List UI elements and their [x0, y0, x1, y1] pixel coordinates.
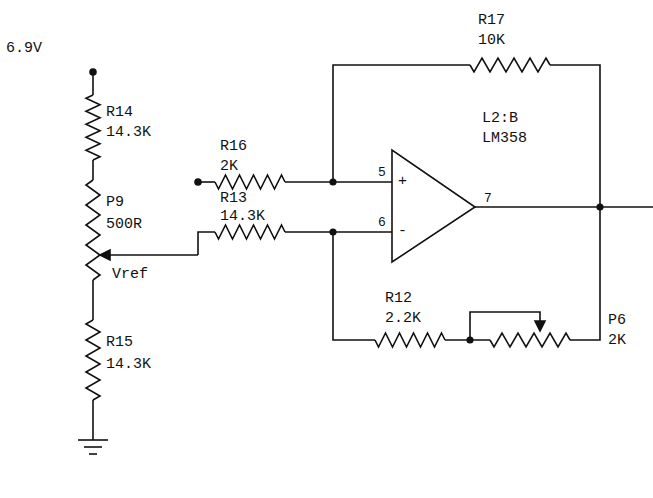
- resistor-name: R12: [385, 290, 412, 307]
- wire: [285, 231, 392, 233]
- resistor-value: 2K: [220, 158, 238, 175]
- signal-name: Vref: [112, 266, 148, 283]
- resistor-symbol: [86, 320, 100, 400]
- wiper-arrow: [535, 321, 545, 331]
- input-sign: -: [398, 223, 407, 240]
- resistor-value: 14.3K: [220, 208, 265, 225]
- resistor-name: R14: [106, 104, 133, 121]
- ground-symbol: [89, 453, 97, 455]
- pin-number: 7: [484, 190, 492, 207]
- resistor-value: 10K: [478, 32, 505, 49]
- resistor-symbol: [470, 58, 550, 72]
- wire: [92, 160, 94, 180]
- wire: [333, 232, 375, 340]
- resistor-symbol: [215, 225, 285, 239]
- input-sign: +: [398, 173, 407, 190]
- pin-number: 5: [378, 164, 386, 181]
- trimmer-value: 2K: [608, 332, 626, 349]
- wiper-wire: [106, 254, 198, 256]
- wire: [285, 181, 392, 183]
- resistor-symbol: [375, 333, 445, 347]
- wire: [92, 400, 94, 440]
- ground-symbol: [78, 439, 108, 441]
- wire: [570, 207, 600, 340]
- opamp-symbol: [392, 150, 475, 262]
- resistor-symbol: [490, 333, 570, 347]
- resistor-name: R13: [220, 190, 247, 207]
- resistor-value: 14.3K: [106, 124, 151, 141]
- pin-number: 6: [378, 214, 386, 231]
- resistor-value: 14.3K: [106, 356, 151, 373]
- resistor-name: R17: [478, 12, 505, 29]
- supply-voltage: 6.9V: [6, 40, 42, 57]
- wire: [92, 280, 94, 320]
- trimmer-value: 500R: [106, 216, 142, 233]
- junction-dot: [330, 179, 336, 185]
- resistor-symbol: [86, 180, 100, 280]
- ground-symbol: [84, 446, 102, 448]
- junction-dot: [330, 229, 336, 235]
- resistor-symbol: [86, 95, 100, 160]
- supply-terminal: [90, 69, 96, 75]
- wire: [198, 181, 215, 183]
- resistor-value: 2.2K: [385, 310, 421, 327]
- resistor-name: R15: [106, 334, 133, 351]
- trimmer-name: P9: [106, 194, 124, 211]
- part-name: L2:B: [482, 110, 518, 127]
- wiper-arrow: [100, 250, 110, 260]
- trimmer-name: P6: [608, 312, 626, 329]
- trimmer-wiper-wire: [470, 312, 540, 340]
- part-number: LM358: [482, 130, 527, 147]
- wire: [550, 65, 600, 207]
- resistor-symbol: [215, 175, 285, 189]
- resistor-name: R16: [220, 138, 247, 155]
- wire: [333, 65, 470, 182]
- output-wire: [475, 206, 653, 208]
- wire: [198, 232, 215, 255]
